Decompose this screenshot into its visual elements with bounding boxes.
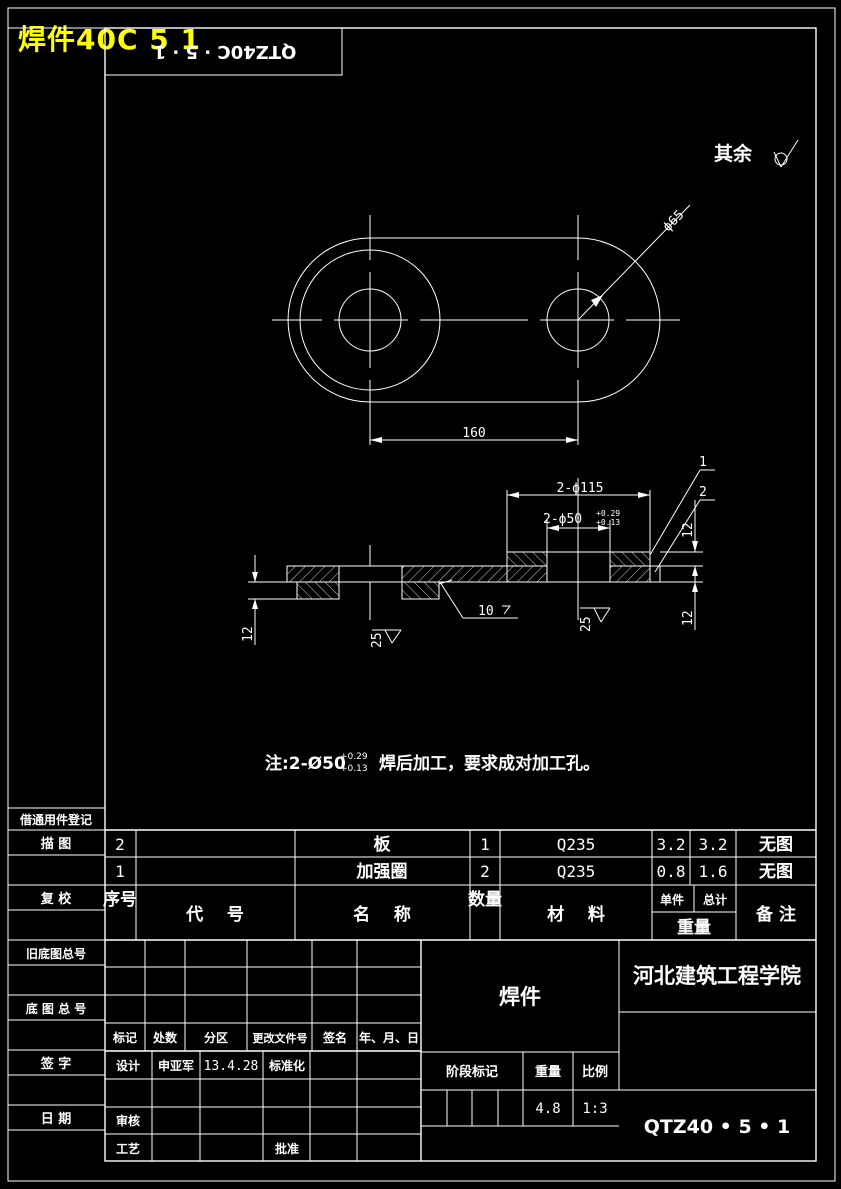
svg-text:焊后加工，要求成对加工孔。: 焊后加工，要求成对加工孔。 <box>379 753 600 774</box>
svg-text:年、月、日: 年、月、日 <box>359 1030 419 1045</box>
roughness-25-a: 25 <box>370 632 385 648</box>
svg-text:复 校: 复 校 <box>40 891 73 907</box>
roughness-25-b: 25 <box>579 616 594 632</box>
svg-text:加强圈: 加强圈 <box>356 862 408 882</box>
left-strip: 借通用件登记 描 图 复 校 旧底图总号 底 图 总 号 签 字 日 期 <box>8 807 105 1131</box>
svg-text:备 注: 备 注 <box>755 904 796 925</box>
svg-text:代 号: 代 号 <box>185 904 244 925</box>
header-seq: 序号 <box>103 889 137 910</box>
svg-text:重量: 重量 <box>535 1064 561 1080</box>
dim-160: 160 <box>462 426 485 441</box>
svg-text:比例: 比例 <box>582 1064 608 1080</box>
svg-text:材 料: 材 料 <box>547 904 605 925</box>
dim-12-right-bottom: 12 <box>681 610 696 626</box>
inner-frame <box>104 27 817 1162</box>
svg-text:借通用件登记: 借通用件登记 <box>19 812 92 827</box>
svg-text:1.6: 1.6 <box>699 862 728 881</box>
svg-text:描 图: 描 图 <box>41 836 72 852</box>
svg-text:日 期: 日 期 <box>41 1112 72 1127</box>
svg-text:总计: 总计 <box>703 892 727 907</box>
svg-text:1: 1 <box>115 862 125 881</box>
svg-text:2: 2 <box>115 835 125 854</box>
svg-text:2: 2 <box>480 862 490 881</box>
drawing-name: 焊件 <box>499 985 541 1009</box>
svg-text:标准化: 标准化 <box>268 1058 305 1073</box>
svg-text:单件: 单件 <box>660 892 684 907</box>
svg-text:3.2: 3.2 <box>657 835 686 854</box>
svg-text:工艺: 工艺 <box>116 1141 140 1156</box>
dim-phi50-tol-upper: +0.29 <box>596 509 620 518</box>
svg-text:设计: 设计 <box>116 1058 140 1073</box>
roughness-25-icon <box>372 629 402 644</box>
school-name: 河北建筑工程学院 <box>633 964 801 988</box>
dim-12-left: 12 <box>241 626 256 642</box>
dim-phi115: 2-ϕ115 <box>557 481 604 496</box>
svg-text:分区: 分区 <box>204 1030 228 1045</box>
svg-text:无图: 无图 <box>758 862 793 882</box>
svg-text:+0.29: +0.29 <box>340 752 368 762</box>
svg-text:1: 1 <box>480 835 490 854</box>
svg-text:审核: 审核 <box>116 1113 140 1128</box>
manufacturing-note: 注:2-Ø50 +0.29 +0.13 焊后加工，要求成对加工孔。 <box>265 752 600 774</box>
top-code-box <box>104 27 343 76</box>
weld-10: 10 <box>478 604 494 619</box>
roughness-25-icon <box>580 607 611 623</box>
dim-12-right-top: 12 <box>681 522 696 538</box>
svg-text:阶段标记: 阶段标记 <box>446 1064 498 1080</box>
svg-text:签名: 签名 <box>322 1030 347 1045</box>
title-block: 标记 处数 分区 更改文件号 签名 年、月、日 设计 申亚军 13.4.28 标… <box>105 940 816 1161</box>
section-view: 2-ϕ115 2-ϕ50 +0.29 +0.13 1 2 12 12 12 <box>241 455 715 648</box>
top-code-text: QTZ40C · 5 · 1 <box>154 41 297 62</box>
roughness-symbol-icon <box>773 139 799 168</box>
dim-phi50: 2-ϕ50 <box>543 512 582 527</box>
drawing-number: QTZ40 • 5 • 1 <box>644 1116 791 1138</box>
roughness-note: 其余 <box>714 142 753 165</box>
svg-text:批准: 批准 <box>275 1141 299 1156</box>
svg-text:注:2-Ø50: 注:2-Ø50 <box>265 753 346 774</box>
svg-text:0.8: 0.8 <box>657 862 686 881</box>
svg-text:无图: 无图 <box>758 835 793 855</box>
svg-text:+0.13: +0.13 <box>340 764 368 774</box>
plan-view: ϕ65 160 <box>272 204 691 445</box>
header-qty: 数量 <box>468 889 502 910</box>
svg-text:名 称: 名 称 <box>353 904 411 925</box>
svg-text:3.2: 3.2 <box>699 835 728 854</box>
svg-text:标记: 标记 <box>112 1030 137 1045</box>
svg-text:重量: 重量 <box>677 917 711 938</box>
svg-text:申亚军: 申亚军 <box>158 1058 194 1073</box>
svg-text:1:3: 1:3 <box>582 1101 607 1117</box>
svg-text:13.4.28: 13.4.28 <box>204 1059 259 1074</box>
svg-text:旧底图总号: 旧底图总号 <box>26 946 86 961</box>
svg-text:签 字: 签 字 <box>40 1056 72 1072</box>
svg-text:Q235: Q235 <box>557 835 596 854</box>
svg-text:处数: 处数 <box>152 1030 178 1045</box>
svg-text:底 图 总 号: 底 图 总 号 <box>26 1001 87 1016</box>
dim-phi50-tol-lower: +0.13 <box>596 518 620 527</box>
svg-text:4.8: 4.8 <box>535 1101 560 1117</box>
svg-text:更改文件号: 更改文件号 <box>253 1031 308 1045</box>
balloon-2: 2 <box>699 485 707 500</box>
balloon-1: 1 <box>699 455 707 470</box>
parts-list: 2 板 1 Q235 3.2 3.2 无图 1 加强圈 2 Q235 0.8 1… <box>103 829 816 941</box>
svg-text:板: 板 <box>374 834 392 855</box>
svg-text:Q235: Q235 <box>557 862 596 881</box>
